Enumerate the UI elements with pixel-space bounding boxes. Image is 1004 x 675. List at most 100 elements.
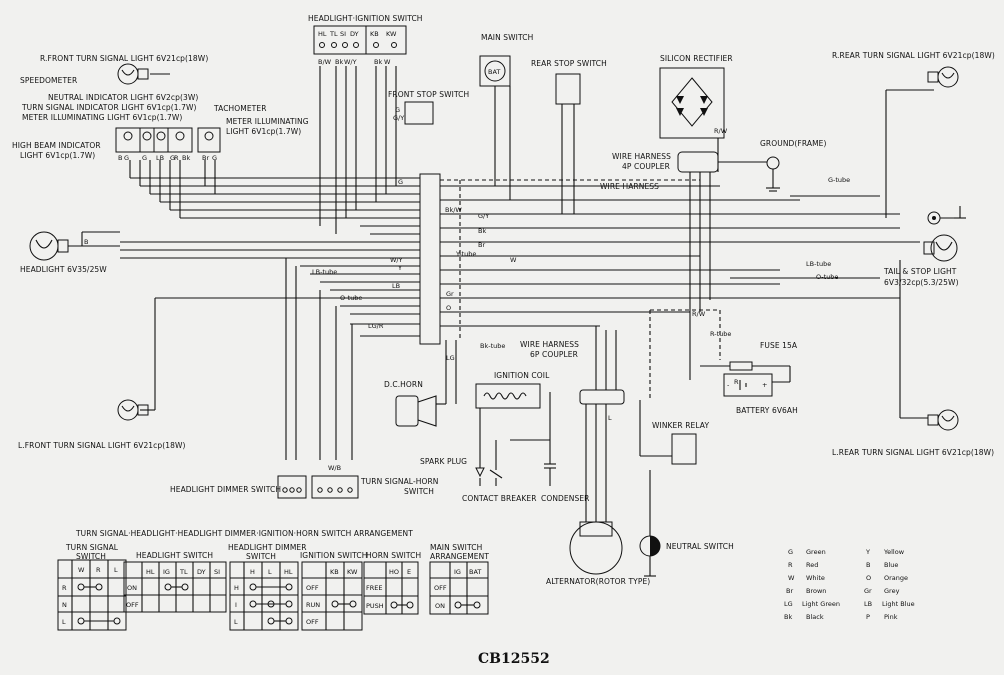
headlight-label: HEADLIGHT 6V35/25W bbox=[20, 265, 107, 274]
dim-row-l: L bbox=[234, 618, 238, 626]
speedometer-label: SPEEDOMETER bbox=[20, 76, 77, 85]
front-stop-switch bbox=[404, 101, 434, 125]
wire-label-gr: Gr bbox=[446, 290, 454, 298]
r-rear-turn-signal-lamp bbox=[927, 66, 959, 88]
legend-name: Green bbox=[806, 548, 826, 556]
horn-table-title: HORN SWITCH bbox=[366, 551, 421, 560]
legend-name: Orange bbox=[884, 574, 908, 582]
wire-label-r: R bbox=[734, 378, 739, 386]
wire-label-br: Br bbox=[478, 241, 485, 249]
horn-table bbox=[363, 561, 419, 615]
winker-relay bbox=[671, 433, 697, 465]
legend-code: LG bbox=[784, 600, 793, 608]
dc-horn-label: D.C.HORN bbox=[384, 380, 423, 389]
svg-text:R/W: R/W bbox=[714, 127, 728, 135]
ign-row-run: RUN bbox=[306, 601, 320, 609]
wire-label-bk: Bk bbox=[478, 227, 486, 235]
turn-col-w: W bbox=[78, 566, 85, 574]
battery-label: BATTERY 6V6AH bbox=[736, 406, 798, 415]
fuse-label: FUSE 15A bbox=[760, 341, 798, 350]
svg-text:Bk: Bk bbox=[374, 58, 382, 66]
main-harness-wires bbox=[68, 66, 934, 460]
spark-plug-label: SPARK PLUG bbox=[420, 457, 467, 466]
svg-text:Br: Br bbox=[202, 154, 209, 162]
meter-illum-label: METER ILLUMINATING LIGHT 6V1cp(1.7W) bbox=[22, 113, 182, 122]
dim-row-h: H bbox=[234, 584, 239, 592]
legend-name: Yellow bbox=[883, 548, 905, 556]
hl-col-hl: HL bbox=[146, 568, 155, 576]
svg-text:BAT: BAT bbox=[488, 68, 500, 76]
main-row-on: ON bbox=[435, 602, 445, 610]
tachometer-label: TACHOMETER bbox=[213, 104, 267, 113]
wire-label-y: Y bbox=[397, 264, 402, 272]
l-rear-turn-signal-lamp bbox=[927, 409, 959, 431]
svg-text:B/W: B/W bbox=[318, 58, 332, 66]
headlight-dimmer-switch bbox=[277, 475, 307, 499]
ignition-table-title: IGNITION SWITCH bbox=[300, 551, 367, 560]
ignition-table bbox=[301, 561, 363, 631]
main-table-title-2: ARRANGEMENT bbox=[430, 552, 489, 561]
svg-text:+: + bbox=[762, 381, 767, 389]
tail-stop-label-2: 6V3/32cp(5.3/25W) bbox=[884, 278, 959, 287]
dimmer-table-title-1: HEADLIGHT DIMMER bbox=[228, 543, 307, 552]
o-tube-left-label: O-tube bbox=[340, 294, 362, 302]
svg-text:LB: LB bbox=[156, 154, 164, 162]
legend-name: Black bbox=[806, 613, 824, 621]
silicon-rectifier bbox=[659, 67, 725, 139]
hl-col-si: SI bbox=[214, 568, 220, 576]
headlight-table bbox=[123, 561, 227, 613]
arrangement-title: TURN SIGNAL·HEADLIGHT·HEADLIGHT DIMMER·I… bbox=[75, 529, 413, 538]
wire-harness-6p-label-1: WIRE HARNESS bbox=[520, 340, 579, 349]
wire-label-l: L bbox=[608, 414, 612, 422]
wire-label-lgr: LG/R bbox=[368, 322, 384, 330]
legend-code: Y bbox=[865, 548, 870, 556]
svg-text:KW: KW bbox=[386, 30, 397, 38]
svg-text:W: W bbox=[384, 58, 391, 66]
wire-harness-4p-label-2: 4P COUPLER bbox=[622, 162, 670, 171]
svg-text:KB: KB bbox=[370, 30, 379, 38]
dc-horn bbox=[395, 395, 437, 427]
headlight-dimmer-switch-label: HEADLIGHT DIMMER SWITCH bbox=[170, 485, 281, 494]
ign-col-kw: KW bbox=[347, 568, 358, 576]
legend-code: R bbox=[788, 561, 793, 569]
turn-signal-table-title-1: TURN SIGNAL bbox=[65, 543, 119, 552]
legend-name: Red bbox=[806, 561, 818, 569]
wire-harness-6p-coupler bbox=[579, 389, 625, 405]
svg-text:-: - bbox=[727, 381, 730, 389]
wire-label-bkw: Bk/W bbox=[445, 206, 462, 214]
svg-text:W/Y: W/Y bbox=[344, 58, 357, 66]
legend-name: Brown bbox=[806, 587, 826, 595]
wire-label-g: G bbox=[398, 178, 403, 186]
condenser bbox=[544, 440, 556, 486]
neutral-switch-label: NEUTRAL SWITCH bbox=[666, 542, 734, 551]
lb-tube-left-label: LB-tube bbox=[312, 268, 337, 276]
svg-text:G: G bbox=[170, 154, 175, 162]
wire-label-gy: G/Y bbox=[478, 212, 489, 220]
r-tube-label: R-tube bbox=[710, 330, 731, 338]
main-switch-label: MAIN SWITCH bbox=[481, 33, 533, 42]
g-tube-label: G-tube bbox=[828, 176, 850, 184]
dimmer-table bbox=[229, 561, 299, 631]
dim-col-hl: HL bbox=[284, 568, 293, 576]
lb-tube-right-label: LB-tube bbox=[806, 260, 831, 268]
hl-col-dy: DY bbox=[197, 568, 206, 576]
wire-label-wy: W/Y bbox=[390, 256, 403, 264]
condenser-label: CONDENSER bbox=[541, 494, 590, 503]
high-beam-label-2: LIGHT 6V1cp(1.7W) bbox=[20, 151, 95, 160]
wire-harness-4p-label-1: WIRE HARNESS bbox=[612, 152, 671, 161]
legend-code: W bbox=[788, 574, 795, 582]
turn-row-n: N bbox=[62, 601, 67, 609]
color-legend: G Green R Red W White Br Brown LG Light … bbox=[784, 548, 915, 621]
horn-col-ho: HO bbox=[389, 568, 399, 576]
hl-col-tl: TL bbox=[179, 568, 188, 576]
turn-signal-horn-switch bbox=[311, 475, 359, 499]
main-switch-table bbox=[429, 561, 489, 615]
winker-relay-label: WINKER RELAY bbox=[652, 421, 709, 430]
r-front-turn-signal-lamp bbox=[117, 63, 149, 85]
svg-text:G: G bbox=[395, 106, 400, 114]
dim-row-i: I bbox=[235, 601, 237, 609]
svg-text:G: G bbox=[142, 154, 147, 162]
legend-code: Bk bbox=[784, 613, 792, 621]
